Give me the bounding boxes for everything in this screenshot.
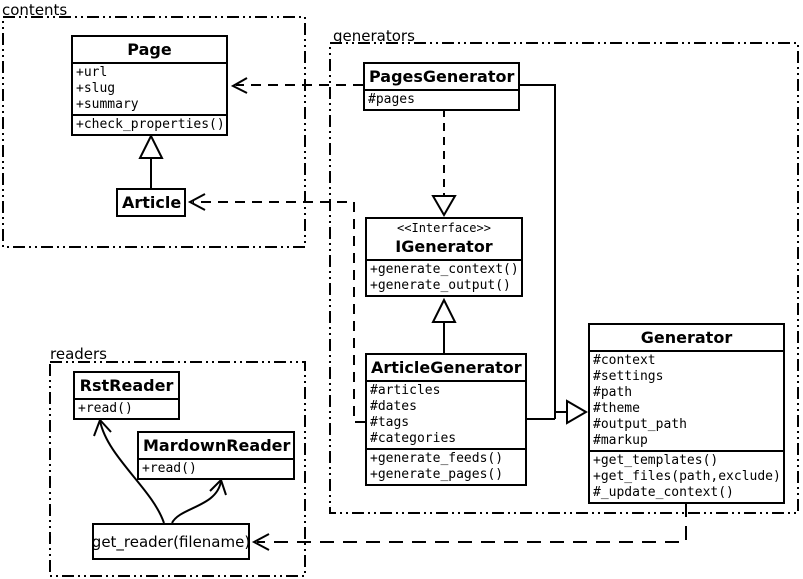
attribute: +summary — [76, 97, 139, 112]
attribute: +slug — [76, 81, 116, 96]
class-attributes-pagesgenerator: #pages — [365, 89, 518, 109]
stereotype-interface: <<Interface>> — [397, 221, 491, 235]
method: +check_properties() — [76, 117, 225, 132]
attribute: #path — [593, 385, 633, 400]
class-title-mardownreader: MardownReader — [143, 436, 291, 455]
class-title-pagesgenerator: PagesGenerator — [369, 67, 515, 86]
package-border-contents — [2, 16, 306, 248]
attribute: #categories — [370, 431, 457, 446]
generalization-articlegenerator-to-igenerator — [431, 297, 457, 353]
package-label-readers: readers — [50, 345, 107, 363]
method: +generate_context() — [370, 262, 519, 277]
method: #_update_context() — [593, 485, 734, 500]
attribute: #tags — [370, 415, 410, 430]
method: +generate_pages() — [370, 467, 504, 482]
attribute: #articles — [370, 383, 441, 398]
class-methods-page: +check_properties() — [73, 114, 226, 134]
function-box-get-reader: get_reader(filename) — [92, 523, 250, 560]
method: +get_files(path,exclude) — [593, 469, 781, 484]
attribute: #pages — [368, 92, 415, 107]
arrow-getreader-to-mardownreader — [171, 478, 227, 524]
generalization-article-to-page — [138, 133, 164, 188]
class-box-igenerator: <<Interface>> IGenerator +generate_conte… — [365, 217, 523, 297]
package-border-generators — [329, 42, 799, 514]
realization-pagesgenerator-to-igenerator — [431, 109, 457, 217]
dependency-pagesgenerator-to-page — [230, 77, 363, 94]
class-box-article: Article — [116, 188, 186, 217]
class-title-articlegenerator: ArticleGenerator — [371, 358, 522, 377]
method: +read() — [142, 461, 197, 476]
attribute: +url — [76, 65, 108, 80]
generalization-generators-to-generator — [520, 84, 588, 425]
package-label-generators: generators — [333, 27, 415, 45]
class-methods-rstreader: +read() — [75, 398, 178, 418]
class-box-page: Page +url +slug +summary +check_properti… — [71, 35, 228, 136]
class-title-article: Article — [122, 193, 182, 212]
class-title-rstreader: RstReader — [79, 376, 174, 395]
arrow-getreader-to-rstreader — [93, 418, 165, 524]
class-box-generator: Generator #context #settings #path #them… — [588, 323, 785, 504]
class-methods-articlegenerator: +generate_feeds() +generate_pages() — [367, 448, 525, 484]
package-label-contents: contents — [2, 1, 68, 19]
class-attributes-articlegenerator: #articles #dates #tags #categories — [367, 380, 525, 448]
attribute: #theme — [593, 401, 640, 416]
method: +generate_feeds() — [370, 451, 504, 466]
attribute: #context — [593, 353, 656, 368]
class-methods-mardownreader: +read() — [139, 458, 293, 478]
class-box-articlegenerator: ArticleGenerator #articles #dates #tags … — [365, 353, 527, 486]
class-title-generator: Generator — [640, 328, 733, 347]
dependency-generator-to-getreader — [251, 503, 687, 551]
function-label: get_reader(filename) — [91, 532, 251, 551]
class-attributes-generator: #context #settings #path #theme #output_… — [590, 350, 783, 450]
method: +generate_output() — [370, 278, 511, 293]
class-box-rstreader: RstReader +read() — [73, 371, 180, 420]
attribute: #settings — [593, 369, 664, 384]
attribute: #dates — [370, 399, 417, 414]
attribute: #markup — [593, 433, 648, 448]
class-box-pagesgenerator: PagesGenerator #pages — [363, 62, 520, 111]
class-attributes-page: +url +slug +summary — [73, 62, 226, 114]
attribute: #output_path — [593, 417, 687, 432]
dependency-articlegenerator-to-article — [187, 193, 365, 423]
class-methods-generator: +get_templates() +get_files(path,exclude… — [590, 450, 783, 502]
class-title-text: IGenerator — [395, 237, 493, 256]
class-title-page: Page — [127, 40, 172, 59]
class-methods-igenerator: +generate_context() +generate_output() — [367, 259, 521, 295]
class-box-mardownreader: MardownReader +read() — [137, 431, 295, 480]
class-title-igenerator: <<Interface>> IGenerator — [367, 219, 521, 259]
method: +get_templates() — [593, 453, 719, 468]
package-border-readers — [49, 361, 306, 577]
method: +read() — [78, 401, 133, 416]
